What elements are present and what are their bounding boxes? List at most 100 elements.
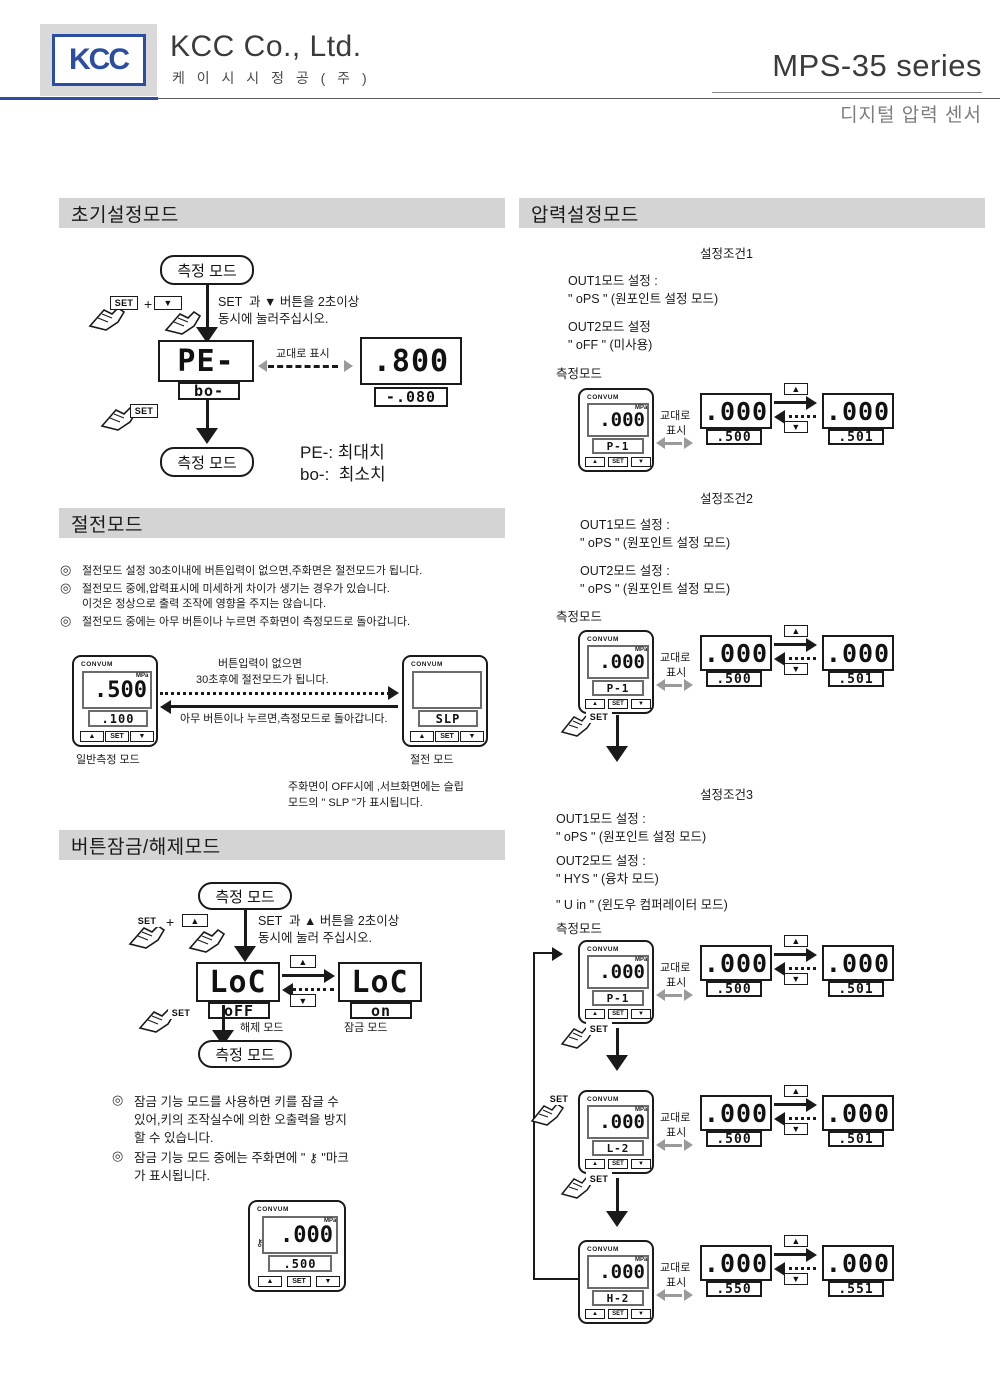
device-main-display-sleep <box>412 671 482 709</box>
condition-3-row1-keypad: ▲ SET ▼ <box>585 1009 651 1019</box>
device-keypad-sleep: ▲ SET ▼ <box>410 731 484 742</box>
condition-3-row1-hand-set[interactable]: SET <box>586 1022 612 1035</box>
device-main-display: .500 <box>82 671 152 709</box>
condition-3-row3-key-down[interactable]: ▼ <box>631 1309 651 1319</box>
condition-3-row2-device-sub: L-2 <box>592 1140 644 1156</box>
condition-3-row2-right-sub: .501 <box>828 1131 884 1147</box>
condition-3-row2-hand-set-2[interactable]: SET <box>586 1172 612 1185</box>
device-key-set-sleep[interactable]: SET <box>435 731 459 742</box>
device-key-set[interactable]: SET <box>105 731 129 742</box>
condition-3-row1-left-sub: .500 <box>706 981 762 997</box>
condition-3-row1-key-up[interactable]: ▲ <box>585 1009 605 1019</box>
lock-bullet-0: 잠금 기능 모드를 사용하면 키를 잠글 수 있어,키의 조작실수에 의한 오출… <box>134 1095 347 1146</box>
lock-mid-key-down[interactable]: ▼ <box>290 994 316 1007</box>
condition-3-row3-arrow-head-left <box>774 1262 785 1276</box>
initial-mode-bottom: 측정 모드 <box>160 447 254 477</box>
condition-3-row2-gray-arrow-left <box>656 1139 665 1151</box>
condition-1-arrow-head-left <box>774 410 785 424</box>
device-key-down-sleep[interactable]: ▼ <box>460 731 484 742</box>
condition-3-row3-keypad: ▲ SET ▼ <box>585 1309 651 1319</box>
condition-1-left-main: .000 <box>700 393 772 429</box>
condition-2-gray-arrow-right <box>684 679 693 691</box>
condition-3-row1-key-up-arrow[interactable]: ▲ <box>784 935 808 947</box>
condition-2-flow-arrow <box>606 746 628 762</box>
condition-3-row1-arrow-solid <box>774 953 810 956</box>
condition-1-device: CONVUM .000 MPa P-1 ▲ SET ▼ <box>578 388 654 472</box>
hand-press-down-icon <box>164 310 202 335</box>
condition-3-row3-arrow-solid <box>774 1253 810 1256</box>
initial-mode-top: 측정 모드 <box>160 255 254 285</box>
condition-1-key-up-arrow[interactable]: ▲ <box>784 383 808 395</box>
condition-3-row2-key-set[interactable]: SET <box>608 1159 628 1169</box>
condition-1-device-keypad: ▲ SET ▼ <box>585 457 651 467</box>
lock-device-key-down[interactable]: ▼ <box>316 1276 340 1287</box>
power-save-note-line1: 주화면이 OFF시에 ,서브화면에는 슬립 <box>288 781 464 793</box>
initial-key-set[interactable]: SET <box>110 296 138 310</box>
condition-2-key-up[interactable]: ▲ <box>585 699 605 709</box>
condition-3-row1-key-down-arrow[interactable]: ▼ <box>784 973 808 985</box>
hand-press-icon <box>88 306 126 331</box>
banner-initial-setting: 초기설정모드 <box>55 198 505 228</box>
condition-3-row3-gray-arrow-right <box>684 1289 693 1301</box>
condition-2-key-down[interactable]: ▼ <box>631 699 651 709</box>
condition-2-left-main: .000 <box>700 635 772 671</box>
banner-button-lock-label: 버튼잠금/해제모드 <box>71 836 221 858</box>
condition-3-row2-key-down-arrow[interactable]: ▼ <box>784 1123 808 1135</box>
condition-1-device-sub: P-1 <box>592 438 644 454</box>
condition-3-row2-arrow-dotted <box>782 1117 816 1120</box>
condition-3-row3-brand: CONVUM <box>587 1246 619 1253</box>
lock-flow-arrow-1 <box>234 946 256 962</box>
condition-3-row2-unit: MPa <box>635 1107 648 1113</box>
lock-hand-key-set[interactable]: SET <box>168 1006 194 1019</box>
condition-1-device-brand: CONVUM <box>587 394 619 401</box>
power-save-device-normal: CONVUM .500 MPa .100 ▲ SET ▼ <box>72 655 158 747</box>
condition-3-row3-key-up[interactable]: ▲ <box>585 1309 605 1319</box>
condition-3-row3-right-sub: .551 <box>828 1281 884 1297</box>
condition-3-row3-key-down-arrow[interactable]: ▼ <box>784 1273 808 1285</box>
device-key-down[interactable]: ▼ <box>130 731 154 742</box>
condition-2-key-up-arrow[interactable]: ▲ <box>784 625 808 637</box>
lock-bullet-marker-0: ◎ <box>112 1092 124 1107</box>
condition-3-row1-key-down[interactable]: ▼ <box>631 1009 651 1019</box>
condition-1-title: 설정조건1 <box>700 247 753 261</box>
company-name-korean: 케 이 시 시 정 공 ( 주 ) <box>172 70 371 86</box>
condition-2-hand-key-set[interactable]: SET <box>586 710 612 723</box>
condition-1-key-set[interactable]: SET <box>608 457 628 467</box>
lock-device-key-set[interactable]: SET <box>287 1276 311 1287</box>
condition-1-alt-label-2: 표시 <box>666 425 687 437</box>
condition-3-row3-key-up-arrow[interactable]: ▲ <box>784 1235 808 1247</box>
condition-2-key-set[interactable]: SET <box>608 699 628 709</box>
condition-3-return-rail <box>533 952 535 1280</box>
lock-mid-key-up[interactable]: ▲ <box>290 955 316 968</box>
condition-3-row2-key-down[interactable]: ▼ <box>631 1159 651 1169</box>
condition-3-row2-key-up[interactable]: ▲ <box>585 1159 605 1169</box>
condition-1-key-up[interactable]: ▲ <box>585 457 605 467</box>
condition-3-row2-key-up-arrow[interactable]: ▲ <box>784 1085 808 1097</box>
condition-2-key-down-arrow[interactable]: ▼ <box>784 663 808 675</box>
initial-hand-key-set[interactable]: SET <box>130 404 158 418</box>
condition-3-row1-device-sub: P-1 <box>592 990 644 1006</box>
page-header: KCC KCC Co., Ltd. 케 이 시 시 정 공 ( 주 ) MPS-… <box>0 0 1000 150</box>
banner-pressure-setting: 압력설정모드 <box>515 198 985 228</box>
lock-device-key-up[interactable]: ▲ <box>258 1276 282 1287</box>
condition-3-measure-label: 측정모드 <box>556 922 603 936</box>
initial-display-right-main: .800 <box>360 337 462 385</box>
initial-key-down[interactable]: ▼ <box>154 296 182 310</box>
lock-key-set[interactable]: SET <box>134 914 160 927</box>
condition-1-key-down-arrow[interactable]: ▼ <box>784 421 808 433</box>
lock-device-brand: CONVUM <box>257 1206 289 1213</box>
condition-3-device-row1: CONVUM .000 MPa P-1 ▲ SET ▼ <box>578 940 654 1024</box>
device-key-up[interactable]: ▲ <box>80 731 104 742</box>
lock-key-up[interactable]: ▲ <box>182 914 208 927</box>
condition-1-left-sub: .500 <box>706 429 762 445</box>
lock-instruction-line2: 동시에 눌러 주십시오. <box>258 931 372 945</box>
condition-1-key-down[interactable]: ▼ <box>631 457 651 467</box>
condition-3-row3-device-sub: H-2 <box>592 1290 644 1306</box>
condition-2-flow-line <box>616 715 619 751</box>
condition-3-row3-key-set[interactable]: SET <box>608 1309 628 1319</box>
condition-3-row1-key-set[interactable]: SET <box>608 1009 628 1019</box>
condition-3-row2-hand-set[interactable]: SET <box>546 1092 572 1105</box>
condition-1-out1-label: OUT1모드 설정 : <box>568 274 658 288</box>
condition-2-alt-label-1: 교대로 <box>660 652 691 664</box>
device-key-up-sleep[interactable]: ▲ <box>410 731 434 742</box>
